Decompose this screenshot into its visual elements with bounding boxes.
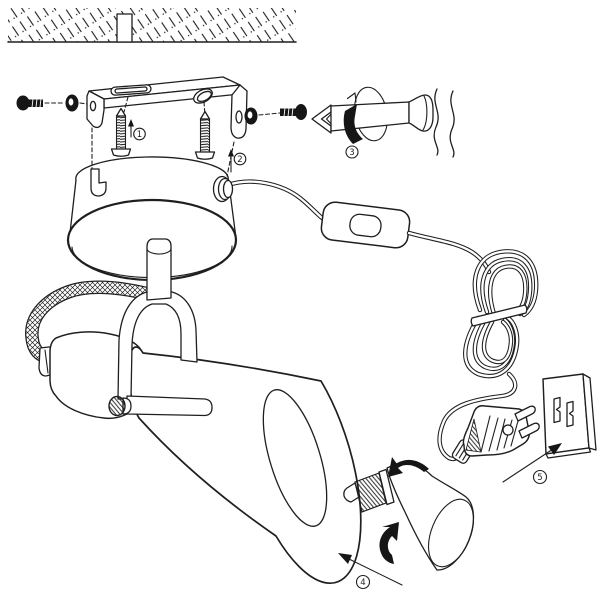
step1-badge: 1 bbox=[133, 127, 146, 141]
screwdriver-tip-icon bbox=[311, 104, 332, 134]
flexible-braided-arm bbox=[25, 280, 167, 363]
plug-screw-detail bbox=[502, 424, 514, 436]
socket-plate-side bbox=[582, 373, 597, 451]
step5-badge: 5 bbox=[532, 469, 548, 485]
yoke-bracket bbox=[117, 291, 198, 400]
power-cord-canopy-to-switch bbox=[225, 179, 325, 221]
plug-pin-bottom bbox=[518, 422, 540, 439]
wall-socket bbox=[542, 373, 597, 459]
mounting-screw-1 bbox=[110, 107, 132, 157]
screwdriver: 3 bbox=[311, 86, 455, 159]
step4-badge: 4 bbox=[355, 574, 371, 590]
adjustment-thumbscrew bbox=[108, 395, 126, 417]
bracket-mounting-screws: 1 2 bbox=[110, 96, 247, 173]
step4-number: 4 bbox=[360, 578, 365, 588]
step1-number: 1 bbox=[137, 130, 142, 140]
shade-inner-rim bbox=[262, 389, 328, 527]
step3-badge: 3 bbox=[345, 145, 359, 159]
socket-plate bbox=[542, 373, 590, 455]
step1-arrow bbox=[128, 119, 134, 138]
bulb-face-rim bbox=[428, 498, 474, 568]
step3-number: 3 bbox=[349, 148, 354, 158]
mounting-screw-2 bbox=[194, 110, 216, 160]
plug-pin-top bbox=[514, 405, 536, 422]
plug-body bbox=[462, 405, 530, 457]
cone-lampshade bbox=[127, 346, 362, 585]
step2-number: 2 bbox=[237, 155, 242, 165]
step5-number: 5 bbox=[537, 473, 542, 483]
mounting-bracket bbox=[86, 76, 248, 177]
screwdriver-shaft bbox=[330, 101, 410, 132]
canopy-keyhole-slot bbox=[90, 168, 107, 197]
screw2-guide-dash bbox=[203, 101, 206, 117]
bracket-oval-hole bbox=[193, 88, 213, 104]
step5-arrow bbox=[502, 443, 562, 483]
yoke-clamp-strap bbox=[126, 395, 213, 417]
coiled-power-cord bbox=[406, 230, 539, 462]
two-pin-euro-plug bbox=[451, 405, 540, 464]
canopy-top-rim bbox=[75, 156, 229, 181]
step4-arrow bbox=[338, 553, 403, 586]
bulb-rotate-arrow-top-icon bbox=[388, 457, 429, 477]
plug-shading bbox=[465, 418, 482, 453]
coil-tie-wrap bbox=[470, 304, 528, 327]
wall-plug-anchor bbox=[116, 13, 133, 43]
ceiling bbox=[7, 8, 297, 43]
step2-arrow bbox=[228, 149, 234, 173]
ceiling-hatch bbox=[8, 8, 296, 42]
bracket-right-hole bbox=[235, 110, 243, 124]
fixing-screw-right bbox=[244, 104, 307, 125]
rotate-arrow-top-icon bbox=[346, 92, 357, 103]
socket-slot-right bbox=[566, 400, 574, 428]
screw1-guide-dash bbox=[123, 96, 129, 113]
fixing-screw-left bbox=[16, 94, 88, 112]
bulb-rotate-arrow-bottom-icon bbox=[379, 522, 399, 564]
bulb-collar bbox=[378, 468, 395, 506]
break-line-1 bbox=[433, 88, 439, 156]
screwdriver-handle bbox=[408, 94, 434, 132]
spotlight-head bbox=[25, 238, 362, 585]
canopy-left-wall bbox=[69, 179, 77, 234]
inline-rocker-switch bbox=[320, 201, 411, 249]
reflector-spot-bulb: 4 bbox=[338, 457, 475, 590]
bulb-body bbox=[386, 461, 475, 571]
stem bbox=[146, 238, 172, 301]
step2-badge: 2 bbox=[233, 152, 247, 166]
socket-slot-left bbox=[553, 396, 561, 424]
break-line-2 bbox=[449, 90, 455, 158]
bracket-slot bbox=[110, 84, 152, 96]
socket-plate-bottom bbox=[545, 447, 592, 459]
switch-rocker bbox=[349, 213, 382, 238]
rotate-arrow-bottom-icon bbox=[343, 104, 363, 144]
bracket-left-hole bbox=[89, 100, 97, 112]
